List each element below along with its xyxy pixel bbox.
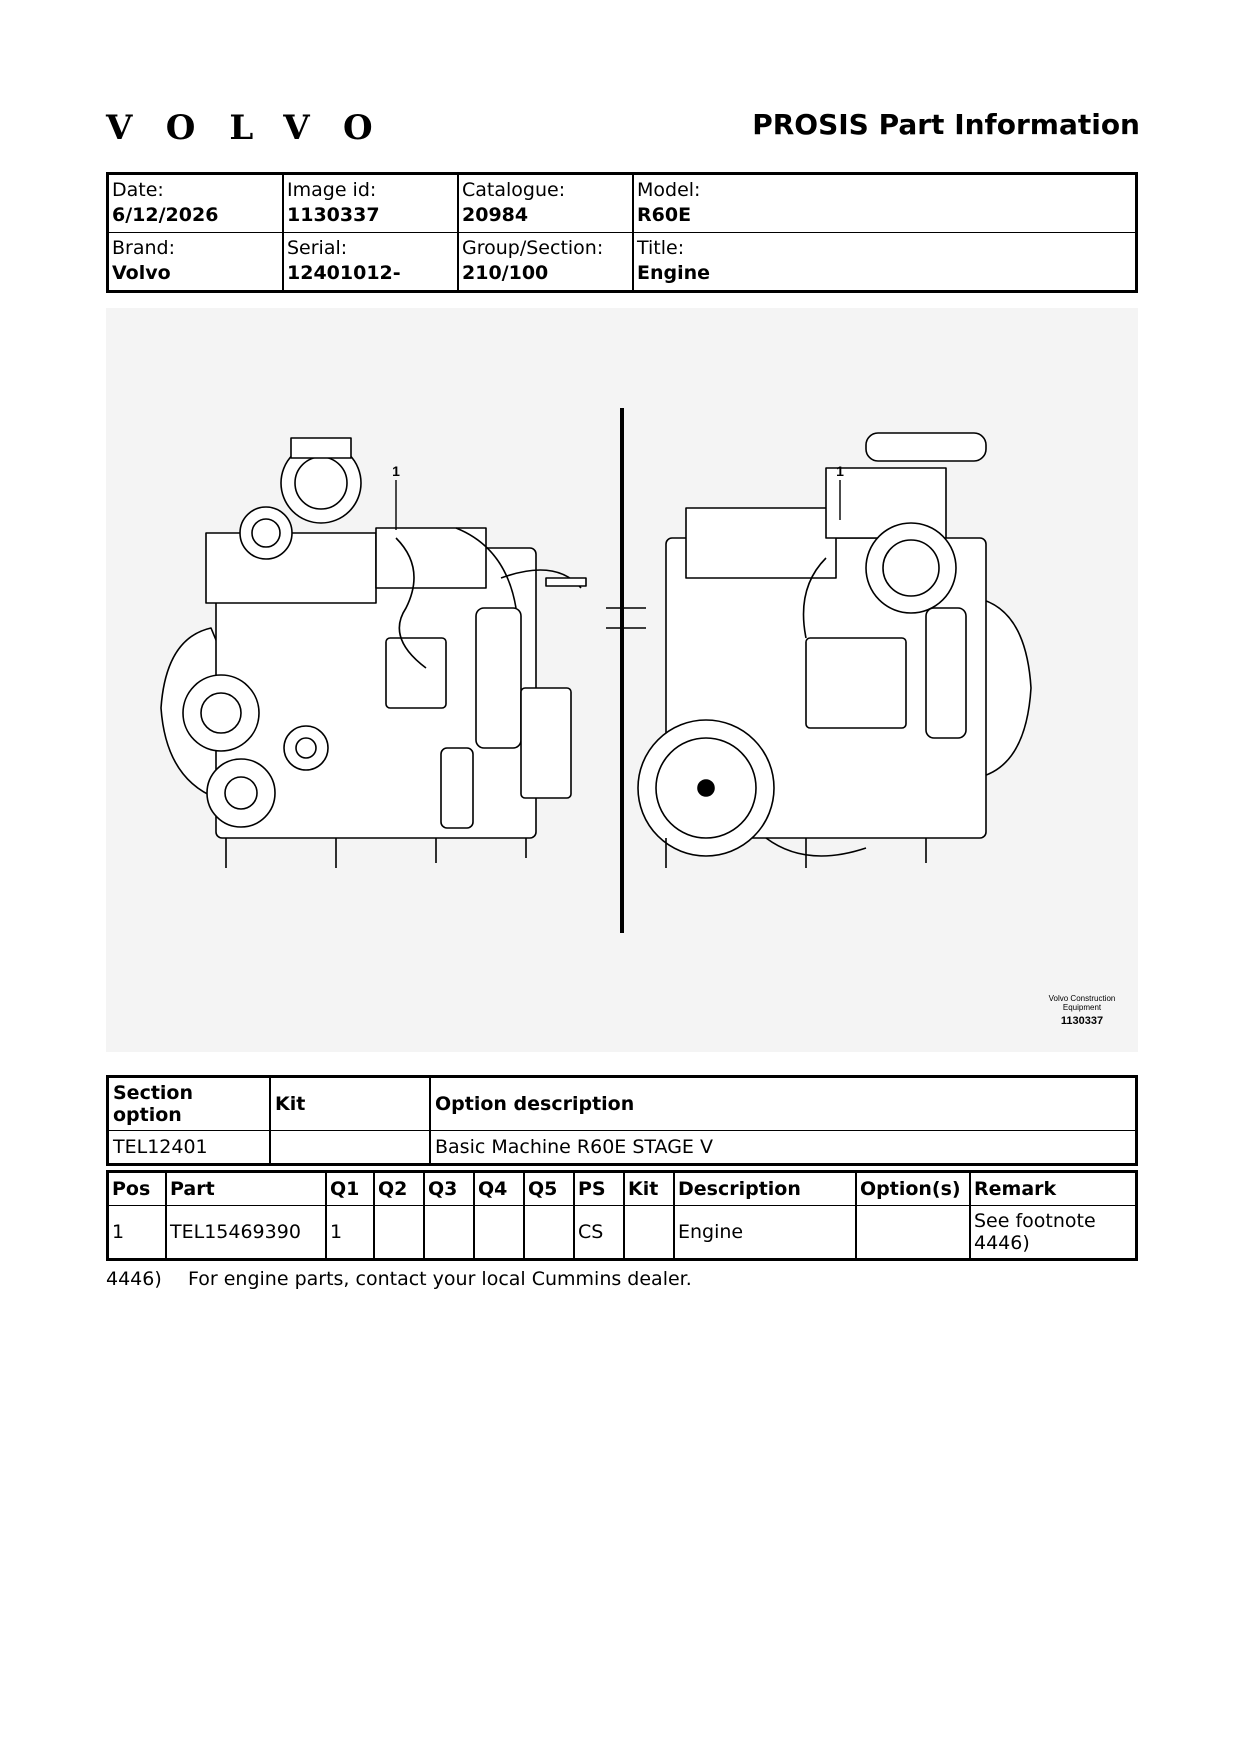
engine-rear-view — [606, 432, 1032, 868]
col-q4: Q4 — [473, 1171, 525, 1206]
part-number[interactable]: TEL15469390 — [165, 1205, 327, 1260]
serial-value: 12401012- — [287, 262, 401, 284]
model-cell: Model: R60E — [632, 173, 1137, 233]
col-kit: Kit — [269, 1076, 431, 1131]
date-cell: Date: 6/12/2026 — [106, 173, 284, 233]
volvo-logo: VOLVO — [106, 108, 407, 148]
col-q5: Q5 — [523, 1171, 575, 1206]
section-option-table: Section option Kit Option description TE… — [106, 1075, 1138, 1166]
col-options: Option(s) — [855, 1171, 971, 1206]
info-table: Date: 6/12/2026 Image id: 1130337 Catalo… — [106, 172, 1138, 293]
group-cell: Group/Section: 210/100 — [457, 232, 634, 292]
catalogue-cell: Catalogue: 20984 — [457, 173, 634, 233]
brand-value: Volvo — [112, 262, 171, 284]
col-kit: Kit — [623, 1171, 675, 1206]
col-q2: Q2 — [373, 1171, 425, 1206]
serial-cell: Serial: 12401012- — [282, 232, 459, 292]
col-pos: Pos — [106, 1171, 167, 1206]
table-row: 1 TEL15469390 1 CS Engine See footnote 4… — [106, 1205, 1137, 1260]
page-title: PROSIS Part Information — [752, 108, 1140, 141]
col-option-description: Option description — [429, 1076, 1137, 1131]
title-value: Engine — [637, 262, 711, 284]
footnote: 4446) For engine parts, contact your loca… — [106, 1268, 692, 1290]
col-description: Description — [673, 1171, 857, 1206]
callout-left: 1 — [392, 463, 400, 479]
callout-right: 1 — [836, 463, 844, 479]
figure-credit-line1: Volvo Construction — [1049, 994, 1116, 1003]
parts-header-row: Pos Part Q1 Q2 Q3 Q4 Q5 PS Kit Descripti… — [106, 1171, 1137, 1206]
date-value: 6/12/2026 — [112, 204, 219, 226]
parts-table: Pos Part Q1 Q2 Q3 Q4 Q5 PS Kit Descripti… — [106, 1170, 1138, 1261]
footnote-number: 4446) — [106, 1268, 162, 1290]
figure-image-number: 1130337 — [1061, 1015, 1103, 1027]
engine-drawing: 1 1 Volvo Construction Equipment 1130337 — [160, 408, 1116, 1027]
title-cell: Title: Engine — [632, 232, 1137, 292]
brand-cell: Brand: Volvo — [106, 232, 284, 292]
footnote-text: For engine parts, contact your local Cum… — [188, 1268, 692, 1290]
image-id-cell: Image id: 1130337 — [282, 173, 459, 233]
col-q1: Q1 — [325, 1171, 375, 1206]
figure-credit-line2: Equipment — [1063, 1003, 1102, 1012]
col-remark: Remark — [969, 1171, 1137, 1206]
col-ps: PS — [573, 1171, 625, 1206]
section-option-header-row: Section option Kit Option description — [106, 1076, 1137, 1131]
engine-illustration: 1 1 Volvo Construction Equipment 1130337 — [106, 308, 1138, 1052]
image-id-value: 1130337 — [287, 204, 380, 226]
model-value: R60E — [637, 204, 692, 226]
catalogue-value: 20984 — [462, 204, 529, 226]
col-section-option: Section option — [106, 1076, 271, 1131]
table-row: TEL12401 Basic Machine R60E STAGE V — [106, 1130, 1137, 1165]
engine-front-view — [160, 437, 587, 868]
col-part: Part — [165, 1171, 327, 1206]
col-q3: Q3 — [423, 1171, 475, 1206]
group-value: 210/100 — [462, 262, 549, 284]
